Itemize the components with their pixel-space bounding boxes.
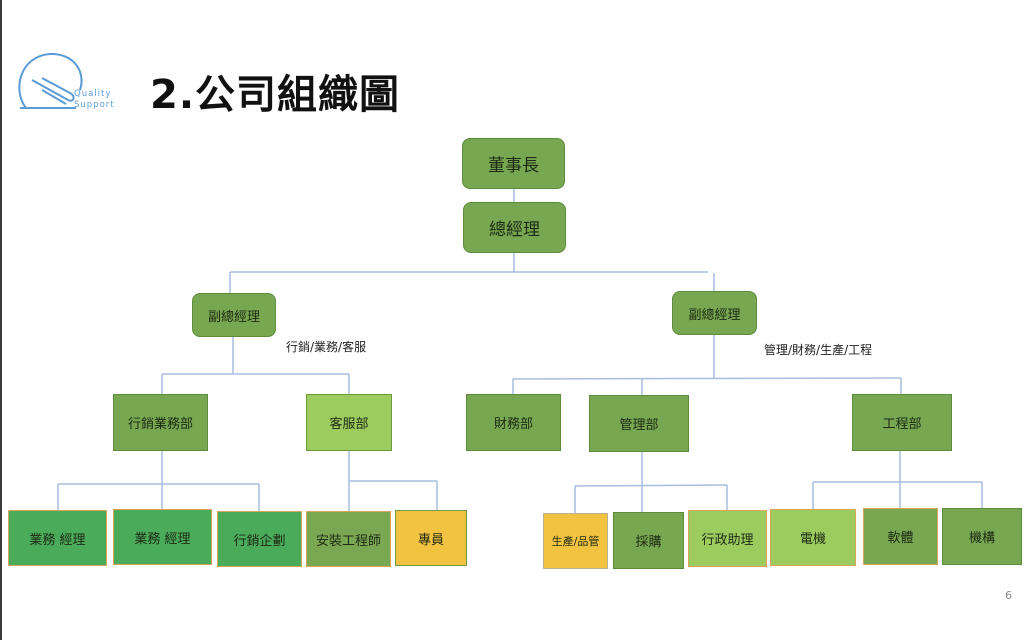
node-staff-procurement[interactable]: 採購 [613, 512, 684, 569]
logo-text: Quality Support [74, 89, 115, 111]
connector [512, 377, 902, 380]
node-dept-sales-marketing[interactable]: 行銷業務部 [113, 394, 208, 451]
node-vice-president-sales[interactable]: 副總經理 [192, 293, 276, 337]
node-staff-specialist[interactable]: 專員 [395, 510, 467, 566]
vp-sales-scope-label: 行銷/業務/客服 [286, 340, 367, 354]
node-staff-installation-engineer[interactable]: 安裝工程師 [306, 511, 391, 567]
node-dept-finance[interactable]: 財務部 [466, 394, 561, 451]
node-staff-production-qc[interactable]: 生產/品管 [543, 513, 608, 569]
node-dept-management[interactable]: 管理部 [589, 395, 689, 452]
node-staff-mechanical[interactable]: 機構 [942, 508, 1022, 565]
logo-text-quality: Quality [74, 89, 112, 99]
connector [574, 484, 728, 487]
slide-left-edge [0, 0, 2, 640]
node-staff-electrical[interactable]: 電機 [770, 509, 856, 566]
node-staff-marketing-planning[interactable]: 行銷企劃 [217, 511, 302, 567]
node-staff-software[interactable]: 軟體 [863, 508, 938, 565]
vp-admin-scope-label: 管理/財務/生產/工程 [764, 343, 873, 357]
node-staff-sales-manager[interactable]: 業務 經理 [8, 510, 107, 566]
node-staff-admin-assistant[interactable]: 行政助理 [688, 510, 767, 567]
node-chairman[interactable]: 董事長 [462, 138, 565, 189]
node-general-manager[interactable]: 總經理 [463, 202, 566, 253]
page-number: 6 [1005, 589, 1012, 602]
slide-title: 2.公司組織圖 [150, 72, 401, 118]
node-staff-sales-manager[interactable]: 業務 經理 [113, 509, 212, 565]
node-vice-president-admin[interactable]: 副總經理 [672, 291, 757, 335]
logo-text-support: Support [74, 100, 115, 110]
node-dept-customer-service[interactable]: 客服部 [306, 394, 392, 451]
quality-support-logo-icon [18, 52, 83, 109]
node-dept-engineering[interactable]: 工程部 [852, 394, 952, 451]
